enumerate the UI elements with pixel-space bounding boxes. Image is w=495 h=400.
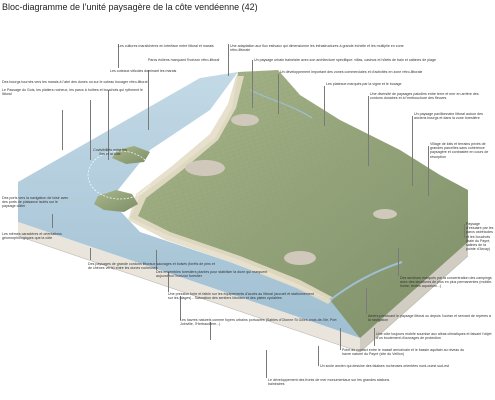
annotation: Les coteaux viticoles dominant les marai… (110, 69, 177, 73)
block-base-edge (17, 235, 361, 353)
leader-line (428, 146, 429, 196)
leader-line (180, 296, 181, 320)
leader-line (340, 328, 341, 350)
annotation: Un socle ancien qui dessine des falaises… (320, 364, 450, 368)
diagram-title: Bloc-diagramme de l’unité paysagère de l… (2, 2, 258, 12)
leader-line (374, 328, 375, 346)
annotation: Des bourgs tournés vers les marais à l’a… (2, 80, 148, 84)
estuary-channel (329, 261, 403, 301)
annotation: Des paysages de grande cordons littoraux… (88, 262, 215, 271)
annotation: Une adaptation aux flux estivaux qui dim… (230, 44, 404, 53)
dune-strip (128, 76, 334, 304)
annotation: Les mêmes caractères et orientations géo… (2, 232, 62, 241)
leader-line (210, 322, 211, 340)
leader-line (156, 250, 157, 270)
island-noirmoutier (112, 146, 150, 164)
leader-line (324, 86, 325, 126)
annotation: Point de contact entre le massif armoric… (342, 348, 465, 357)
leader-line (108, 90, 109, 160)
leader-line (464, 224, 465, 238)
leader-line (118, 44, 119, 68)
leader-line (368, 96, 369, 166)
block-front-face (18, 222, 360, 352)
leader-line (318, 346, 319, 366)
annotation: Un paysage urbain balnéaire avec son arc… (254, 58, 436, 62)
annotation: Paysage d’estuaire par les parcs ostréic… (466, 222, 494, 252)
annotation: Des ports vers la navigation de loisir a… (2, 196, 69, 209)
leader-line (266, 350, 267, 378)
annotation: Le développement des fronts de mer monum… (268, 378, 390, 387)
annotation: Un développement important des zones com… (280, 70, 423, 74)
covisibility-ellipse (87, 150, 153, 200)
annotation: Les plateaux marqués par la vigne et le … (326, 82, 402, 86)
annotation: Une côte toujours mobile soumise aux alé… (376, 332, 492, 341)
annotation: Les havres naturels comme foyers urbains… (180, 318, 337, 327)
leader-line (228, 44, 229, 76)
leader-line (52, 214, 53, 228)
block-base-edge-side (359, 255, 469, 353)
leader-line (412, 116, 413, 186)
block-side-face (360, 242, 468, 352)
leader-line (252, 60, 253, 108)
annotation: Des ensembles forestiers plantés pour st… (156, 270, 268, 279)
urban-area-north (231, 114, 259, 126)
annotation: Des secteurs marqués par la concentratio… (400, 276, 493, 289)
leader-line (398, 248, 399, 276)
annotation: Village de lotis et terrains privés de g… (430, 142, 489, 159)
urban-area-south (284, 251, 316, 265)
annotation: Les cultures maraîchères en interface en… (118, 44, 214, 48)
annotation: Une diversité de paysages paludins entre… (370, 92, 479, 101)
marsh-channel (249, 89, 313, 119)
leader-line (366, 288, 367, 314)
annotation: Amers ponctuant le paysage littoral ou d… (368, 314, 492, 323)
annotation: Une pression forte et faible sur les équ… (168, 292, 314, 301)
leader-line (278, 74, 279, 114)
leader-line (148, 70, 149, 130)
leader-line (90, 248, 91, 260)
annotation: Le Passage du Gois, les platiers rocheux… (2, 88, 143, 97)
annotation: Un paysage pavillonnaire littoral autour… (414, 112, 483, 121)
leader-line (62, 110, 63, 150)
urban-area-centre (185, 160, 225, 176)
annotation: Covisibilités entre les îles et la côte (93, 148, 127, 157)
leader-line (90, 100, 91, 160)
field-texture (130, 70, 468, 338)
annotation: Parcs éoliens marquant l’horizon rétro-l… (148, 58, 220, 62)
urban-area-east (373, 209, 397, 219)
leader-line (168, 272, 169, 292)
island-yeu (94, 190, 138, 212)
